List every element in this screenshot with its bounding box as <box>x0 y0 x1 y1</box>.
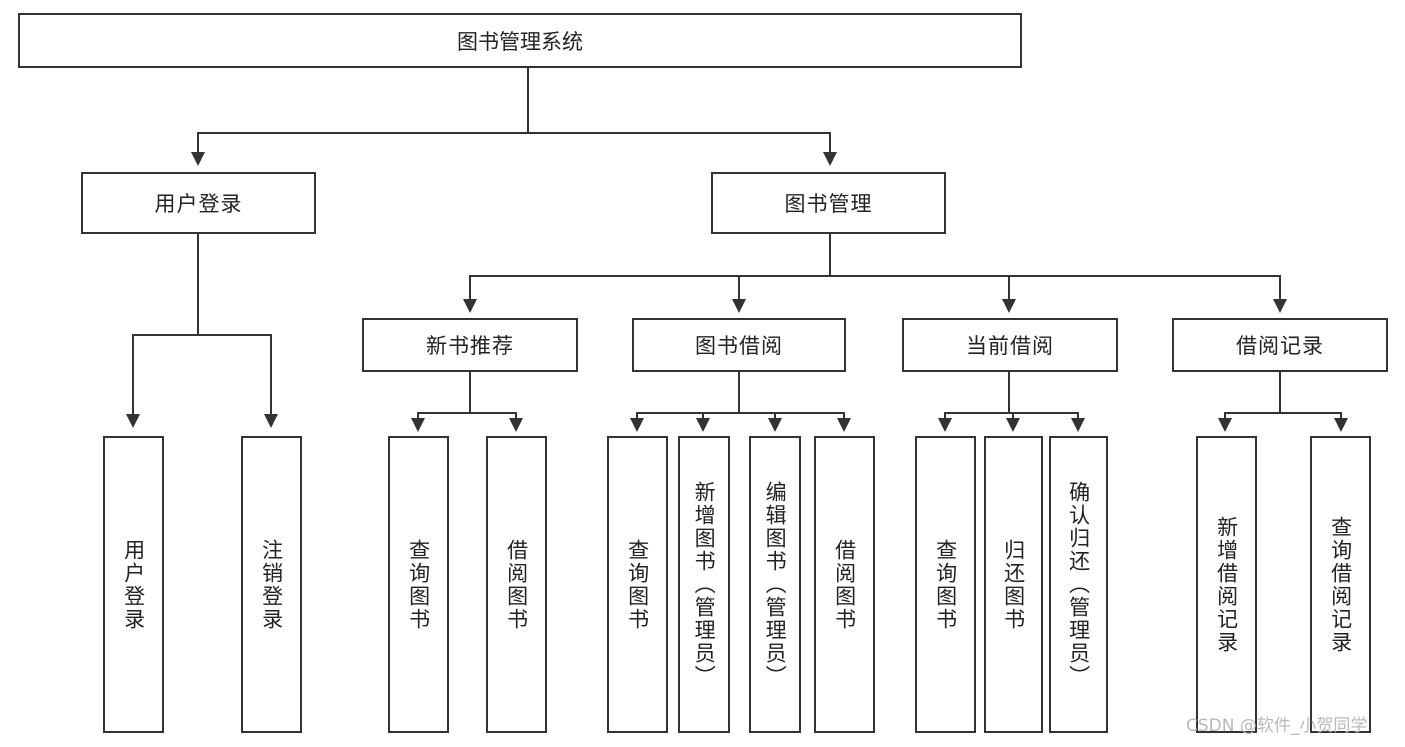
leaf-query-borrow-record[interactable]: 查询借阅记录 <box>1310 436 1371 733</box>
connector-cb-stem <box>1008 372 1010 413</box>
connector-bb-stem <box>738 372 740 413</box>
connector-user-login-to-leaf-2 <box>270 334 272 416</box>
arrow-bm-to-new-book <box>463 299 477 313</box>
node-current-borrow-label: 当前借阅 <box>966 334 1054 358</box>
leaf-user-logout-label: 注销登录 <box>259 538 284 631</box>
leaf-edit-book[interactable]: 编辑图书（管理员） <box>749 436 801 733</box>
leaf-return-book-label: 归还图书 <box>1001 538 1026 631</box>
leaf-query-book-3[interactable]: 查询图书 <box>915 436 976 733</box>
connector-br-to-leaf-1 <box>1224 412 1226 420</box>
connector-user-login-to-leaf-1 <box>132 334 134 416</box>
arrow-bb-to-leaf-3 <box>768 418 782 432</box>
arrow-user-login-to-leaf-1 <box>126 414 140 428</box>
leaf-query-book-1[interactable]: 查询图书 <box>388 436 449 733</box>
arrow-bm-to-borrow-record <box>1273 299 1287 313</box>
connector-bm-to-new-book <box>469 275 471 301</box>
arrow-user-login-to-leaf-2 <box>264 414 278 428</box>
arrow-cb-to-leaf-1 <box>938 418 952 432</box>
connector-br-to-leaf-2 <box>1340 412 1342 420</box>
connector-bb-to-leaf-1 <box>636 412 638 420</box>
connector-book-manage-bus <box>469 275 1281 277</box>
node-borrow-record-label: 借阅记录 <box>1236 334 1324 358</box>
connector-bb-to-leaf-3 <box>774 412 776 420</box>
leaf-query-borrow-record-label: 查询借阅记录 <box>1328 515 1353 654</box>
connector-user-login-stem <box>197 234 199 335</box>
arrow-root-to-user-login <box>191 152 205 166</box>
arrow-bb-to-leaf-4 <box>837 418 851 432</box>
arrow-br-to-leaf-2 <box>1334 418 1348 432</box>
connector-bm-to-current-borrow <box>1008 275 1010 301</box>
connector-br-stem <box>1279 372 1281 413</box>
connector-cb-to-leaf-2 <box>1012 412 1014 420</box>
leaf-user-logout[interactable]: 注销登录 <box>241 436 302 733</box>
arrow-br-to-leaf-1 <box>1218 418 1232 432</box>
node-user-login[interactable]: 用户登录 <box>81 172 316 234</box>
connector-root-stem <box>527 68 529 133</box>
connector-cb-to-leaf-3 <box>1077 412 1079 420</box>
leaf-add-borrow-record[interactable]: 新增借阅记录 <box>1196 436 1257 733</box>
node-borrow-record[interactable]: 借阅记录 <box>1172 318 1388 372</box>
connector-bm-to-borrow-record <box>1279 275 1281 301</box>
node-user-login-label: 用户登录 <box>154 192 243 216</box>
connector-bb-to-leaf-2 <box>702 412 704 420</box>
connector-root-to-user-login <box>197 132 199 156</box>
leaf-edit-book-label: 编辑图书（管理员） <box>763 481 788 688</box>
node-current-borrow[interactable]: 当前借阅 <box>902 318 1118 372</box>
connector-nbr-to-leaf-1 <box>417 412 419 420</box>
arrow-cb-to-leaf-2 <box>1006 418 1020 432</box>
connector-root-bus <box>197 132 831 134</box>
connector-user-login-bus <box>132 334 272 336</box>
leaf-query-book-2-label: 查询图书 <box>625 538 650 631</box>
leaf-add-borrow-record-label: 新增借阅记录 <box>1214 515 1239 654</box>
arrow-bm-to-current-borrow <box>1002 299 1016 313</box>
connector-book-manage-stem <box>829 234 831 276</box>
leaf-query-book-1-label: 查询图书 <box>406 538 431 631</box>
leaf-add-book-label: 新增图书（管理员） <box>692 481 717 688</box>
node-book-borrow[interactable]: 图书借阅 <box>632 318 846 372</box>
connector-nbr-to-leaf-2 <box>515 412 517 420</box>
connector-nbr-stem <box>469 372 471 413</box>
arrow-bm-to-book-borrow <box>732 299 746 313</box>
leaf-borrow-book-2[interactable]: 借阅图书 <box>814 436 875 733</box>
leaf-borrow-book-2-label: 借阅图书 <box>832 538 857 631</box>
leaf-confirm-return[interactable]: 确认归还（管理员） <box>1049 436 1108 733</box>
arrow-cb-to-leaf-3 <box>1071 418 1085 432</box>
node-book-manage-label: 图书管理 <box>784 192 873 216</box>
csdn-watermark: CSDN @软件_小贺同学 <box>1186 716 1368 736</box>
connector-nbr-bus <box>417 412 517 414</box>
connector-bb-bus <box>636 412 844 414</box>
node-new-book-recommend[interactable]: 新书推荐 <box>362 318 578 372</box>
arrow-bb-to-leaf-1 <box>630 418 644 432</box>
node-root[interactable]: 图书管理系统 <box>18 13 1022 68</box>
connector-cb-bus <box>944 412 1078 414</box>
leaf-query-book-3-label: 查询图书 <box>933 538 958 631</box>
connector-root-to-book-manage <box>829 132 831 156</box>
connector-cb-to-leaf-1 <box>944 412 946 420</box>
leaf-return-book[interactable]: 归还图书 <box>984 436 1043 733</box>
connector-br-bus <box>1224 412 1342 414</box>
arrow-root-to-book-manage <box>823 152 837 166</box>
connector-bb-to-leaf-4 <box>843 412 845 420</box>
node-new-book-recommend-label: 新书推荐 <box>426 334 514 358</box>
leaf-confirm-return-label: 确认归还（管理员） <box>1066 481 1091 688</box>
connector-bm-to-book-borrow <box>738 275 740 301</box>
leaf-query-book-2[interactable]: 查询图书 <box>607 436 668 733</box>
arrow-nbr-to-leaf-2 <box>509 418 523 432</box>
leaf-user-login[interactable]: 用户登录 <box>103 436 164 733</box>
node-book-borrow-label: 图书借阅 <box>695 334 783 358</box>
arrow-bb-to-leaf-2 <box>696 418 710 432</box>
node-book-manage[interactable]: 图书管理 <box>711 172 946 234</box>
leaf-borrow-book-1[interactable]: 借阅图书 <box>486 436 547 733</box>
leaf-add-book[interactable]: 新增图书（管理员） <box>678 436 730 733</box>
leaf-borrow-book-1-label: 借阅图书 <box>504 538 529 631</box>
arrow-nbr-to-leaf-1 <box>411 418 425 432</box>
leaf-user-login-label: 用户登录 <box>121 538 146 631</box>
node-root-label: 图书管理系统 <box>457 29 583 54</box>
